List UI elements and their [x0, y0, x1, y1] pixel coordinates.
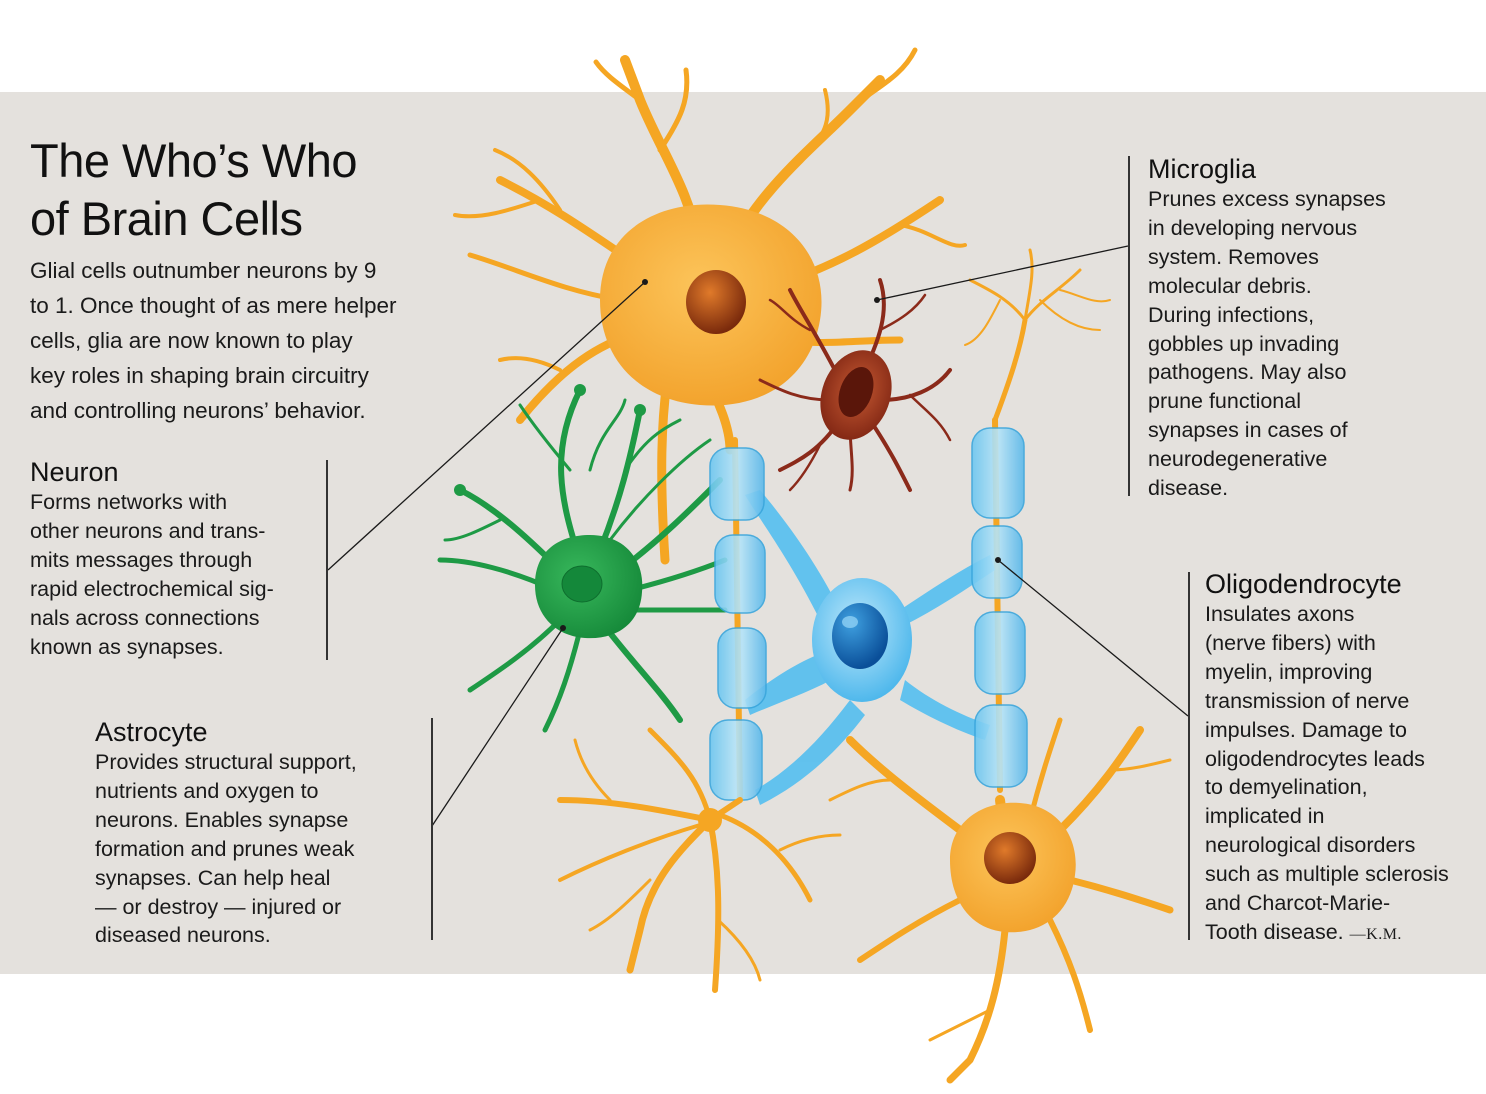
neuron-divider — [326, 460, 328, 660]
microglia-line: pathogens. May also — [1148, 360, 1347, 385]
top-neuron-nucleus — [686, 270, 746, 334]
astrocyte-nucleus — [561, 565, 603, 603]
oligodendrocyte-line: and Charcot-Marie- — [1205, 891, 1391, 916]
astrocyte-divider — [431, 718, 433, 940]
oligodendrocyte-line: implicated in — [1205, 804, 1325, 829]
neuron-line: known as synapses. — [30, 634, 224, 659]
neuron-description: Forms networks with other neurons and tr… — [30, 488, 274, 661]
microglia-line: system. Removes — [1148, 244, 1319, 269]
astrocyte-line: nutrients and oxygen to — [95, 778, 319, 803]
microglia-description: Prunes excess synapses in developing ner… — [1148, 185, 1386, 503]
oligodendrocyte-line: neurological disorders — [1205, 833, 1416, 858]
neuron-line: rapid electrochemical sig- — [30, 576, 274, 601]
title-line: The Who’s Who — [30, 134, 357, 187]
neuron-line: nals across connections — [30, 605, 260, 630]
microglia-line: gobbles up invading — [1148, 331, 1340, 356]
intro-line: key roles in shaping brain circuitry — [30, 363, 369, 388]
oligodendrocyte-line: impulses. Damage to — [1205, 717, 1407, 742]
intro-line: cells, glia are now known to play — [30, 328, 353, 353]
microglia-heading: Microglia — [1148, 154, 1257, 184]
oligodendrocyte-line: oligodendrocytes leads — [1205, 746, 1425, 771]
leader-dots — [560, 279, 1001, 631]
bottom-right-neuron-nucleus — [984, 832, 1036, 884]
microglia-line: synapses in cases of — [1148, 418, 1348, 443]
oligodendrocyte-callout: Oligodendrocyte Insulates axons (nerve f… — [1205, 568, 1449, 950]
microglia-line: in developing nervous — [1148, 215, 1358, 240]
right-neuron-dendrites — [964, 248, 1111, 346]
myelin-sheaths — [709, 427, 1028, 801]
microglia-nucleus — [838, 366, 874, 418]
astrocyte-line: formation and prunes weak — [95, 836, 355, 861]
microglia-line: Prunes excess synapses — [1148, 187, 1386, 211]
microglia-line: prune functional — [1148, 389, 1301, 414]
neuron-line: Forms networks with — [30, 490, 228, 514]
microglia-line: disease. — [1148, 476, 1229, 501]
neuron-callout: Neuron Forms networks with other neurons… — [30, 456, 274, 661]
oligodendrocyte-line: to demyelination, — [1205, 775, 1368, 800]
oligodendrocyte-line: Tooth disease. — [1205, 919, 1344, 944]
oligodendrocyte-nucleus — [832, 603, 888, 669]
oligodendrocyte-line: Insulates axons — [1205, 602, 1355, 626]
oligodendrocyte-last-line: Tooth disease. —K.M. — [1205, 918, 1449, 950]
astrocyte-description: Provides structural support, nutrients a… — [95, 748, 357, 950]
oligodendrocyte-line: transmission of nerve — [1205, 688, 1410, 713]
leader-lines — [327, 245, 1189, 827]
microglia-line: During infections, — [1148, 302, 1315, 327]
intro-line: and controlling neurons’ behavior. — [30, 398, 366, 423]
neuron-heading: Neuron — [30, 457, 119, 487]
astrocyte-line: diseased neurons. — [95, 923, 271, 948]
microglia-divider — [1128, 156, 1130, 496]
microglia-line: molecular debris. — [1148, 273, 1312, 298]
oligodendrocyte-description: Insulates axons (nerve fibers) with myel… — [1205, 600, 1449, 950]
astrocyte-line: Provides structural support, — [95, 750, 357, 774]
author-credit: —K.M. — [1349, 925, 1402, 943]
oligodendrocyte-line: such as multiple sclerosis — [1205, 862, 1449, 887]
microglia-callout: Microglia Prunes excess synapses in deve… — [1148, 153, 1386, 503]
astrocyte-heading: Astrocyte — [95, 717, 208, 747]
intro-line: Glial cells outnumber neurons by 9 — [30, 258, 377, 283]
oligodendrocyte-divider — [1188, 572, 1190, 940]
oligodendrocyte-line: (nerve fibers) with — [1205, 630, 1376, 655]
microglia-line: neurodegenerative — [1148, 447, 1328, 472]
neuron-line: mits messages through — [30, 547, 253, 572]
title-line: of Brain Cells — [30, 192, 303, 245]
bottom-left-neuron — [557, 727, 842, 993]
intro-text: Glial cells outnumber neurons by 9 to 1.… — [30, 253, 396, 428]
oligodendrocyte-heading: Oligodendrocyte — [1205, 569, 1402, 599]
astrocyte-line: — or destroy — injured or — [95, 894, 342, 919]
neuron-line: other neurons and trans- — [30, 518, 266, 543]
astrocyte-line: synapses. Can help heal — [95, 865, 331, 890]
intro-line: to 1. Once thought of as mere helper — [30, 293, 397, 318]
astrocyte-line: neurons. Enables synapse — [95, 807, 349, 832]
page-title: The Who’s Who of Brain Cells — [30, 132, 357, 248]
astrocyte-callout: Astrocyte Provides structural support, n… — [95, 716, 357, 950]
oligodendrocyte-line: myelin, improving — [1205, 659, 1373, 684]
